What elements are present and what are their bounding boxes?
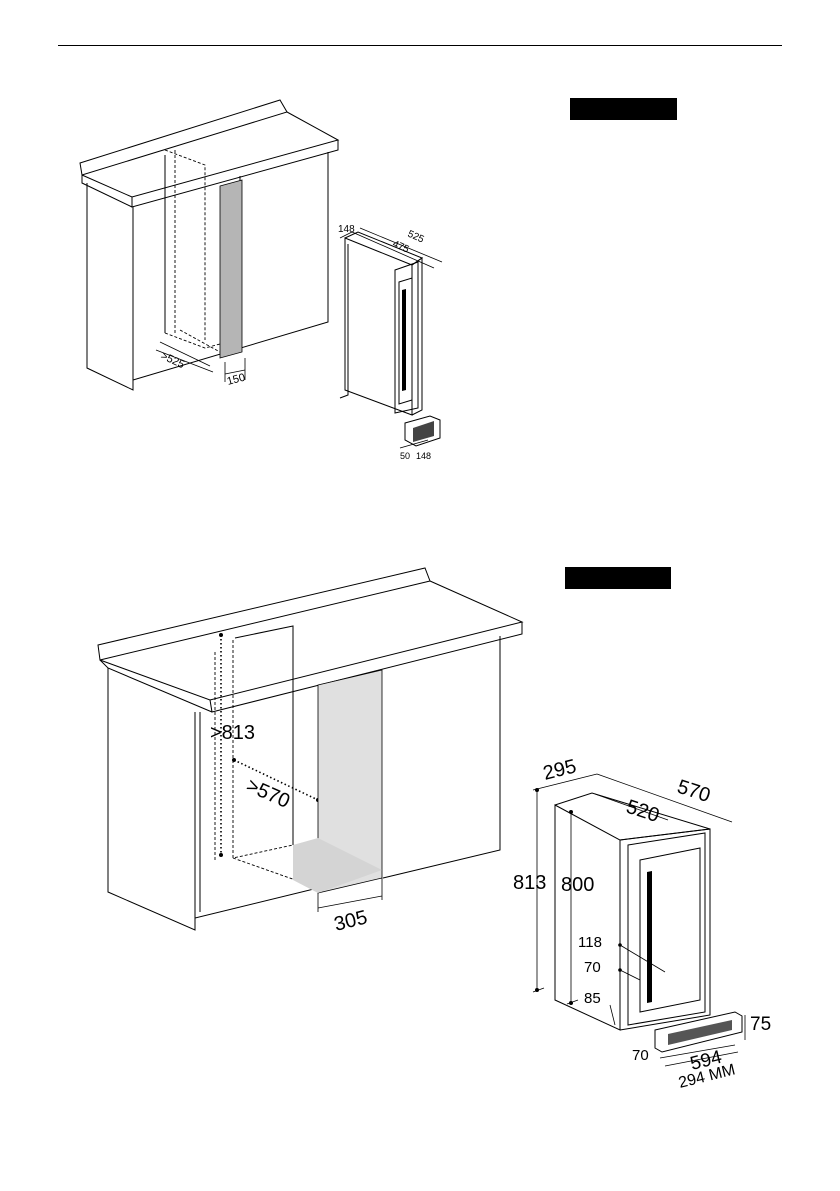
top-appliance-body-depth-label: 475 — [391, 239, 411, 256]
top-appliance-depth-label: 525 — [406, 229, 426, 246]
bottom-cabinet-height-label: >813 — [210, 722, 255, 744]
bottom-appliance-body-height-label: 800 — [561, 874, 594, 896]
bottom-cabinet-drawing — [97, 567, 524, 931]
bottom-cabinet-depth-label: >570 — [243, 774, 293, 812]
top-appliance-drawing — [339, 227, 443, 449]
bottom-dim-118-label: 118 — [578, 934, 602, 951]
bottom-dim-70-label: 70 — [584, 959, 601, 976]
top-appliance-width-label: 148 — [338, 224, 355, 235]
bottom-appliance-width-label: 295 — [541, 755, 579, 784]
bottom-appliance-drawing — [532, 773, 746, 1067]
model-label-redacted — [565, 567, 671, 589]
model-label-redacted — [570, 98, 677, 120]
top-kickplate-offset-label: 50 — [400, 451, 410, 461]
bottom-appliance-height-label: 813 — [513, 872, 546, 894]
bottom-kickplate-height-label: 75 — [750, 1014, 771, 1035]
header-rule — [58, 45, 782, 46]
bottom-appliance-body-depth-label: 520 — [623, 796, 662, 827]
bottom-appliance-depth-label: 570 — [674, 776, 713, 807]
top-opening-width-label: 150 — [226, 372, 247, 388]
top-cabinet-drawing — [79, 99, 340, 391]
top-kickplate-width-label: 148 — [416, 451, 431, 461]
bottom-kickplate-depth-label: 70 — [632, 1047, 649, 1064]
bottom-dim-85-label: 85 — [584, 990, 601, 1007]
bottom-opening-width-label: 305 — [332, 906, 370, 935]
